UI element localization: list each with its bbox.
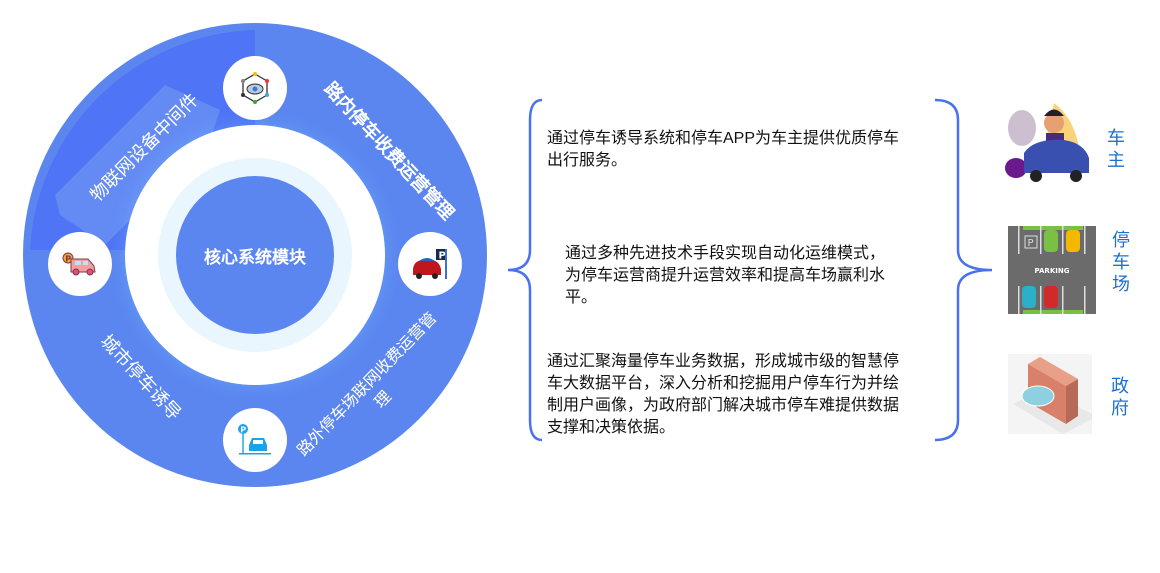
role-char: 场 — [1112, 274, 1130, 295]
description-government: 通过汇聚海量停车业务数据，形成城市级的智慧停 车大数据平台，深入分析和挖掘用户停… — [547, 351, 899, 439]
role-char: 主 — [1107, 150, 1125, 171]
angry-driver-illustration — [1004, 98, 1090, 184]
iot-icon-circle[interactable] — [223, 56, 287, 120]
parking-car-icon: P — [62, 252, 96, 276]
role-label-government: 政 府 — [1110, 376, 1130, 420]
desc-line: 为停车运营商提升运营效率和提高车场赢利水 — [565, 267, 886, 284]
desc-line: 支撑和决策依据。 — [547, 419, 676, 436]
road-parking-icon-circle[interactable]: P — [398, 232, 462, 296]
iot-network-cloud-icon — [241, 72, 269, 104]
desc-line: 通过多种先进技术手段实现自动化运维模式， — [565, 245, 886, 262]
svg-text:P: P — [439, 251, 446, 262]
description-driver: 通过停车诱导系统和停车APP为车主提供优质停车 出行服务。 — [547, 128, 899, 172]
svg-text:P: P — [1028, 238, 1034, 249]
offroad-parking-icon-circle[interactable]: P — [223, 408, 287, 472]
government-building-illustration — [1008, 354, 1092, 434]
description-parking-lot: 通过多种先进技术手段实现自动化运维模式， 为停车运营商提升运营效率和提高车场赢利… — [565, 243, 885, 309]
desc-line: 车大数据平台，深入分析和挖掘用户停车行为并绘 — [547, 375, 900, 392]
left-brace — [507, 98, 543, 442]
parking-text: PARKING — [1035, 267, 1070, 275]
iot-band — [30, 30, 255, 250]
desc-line: 平。 — [565, 289, 598, 306]
parking-lot-illustration: P PARKING — [1008, 226, 1096, 314]
svg-text:P: P — [240, 426, 246, 435]
role-label-driver: 车 主 — [1106, 128, 1126, 172]
guidance-icon-circle[interactable]: P — [48, 232, 112, 296]
right-brace — [934, 98, 993, 442]
role-char: 车 — [1112, 252, 1130, 273]
role-label-parking-lot: 停 车 场 — [1111, 230, 1131, 296]
desc-line: 出行服务。 — [547, 152, 628, 169]
core-module[interactable]: 核心系统模块 — [176, 176, 334, 334]
car-parking-sign-icon: P — [413, 249, 447, 279]
role-char: 车 — [1107, 128, 1125, 149]
desc-line: 通过停车诱导系统和停车APP为车主提供优质停车 — [547, 130, 900, 147]
role-char: 政 — [1111, 376, 1129, 397]
parking-pole-car-icon: P — [238, 424, 271, 455]
desc-line: 通过汇聚海量停车业务数据，形成城市级的智慧停 — [547, 353, 900, 370]
desc-line: 制用户画像，为政府部门解决城市停车难提供数据 — [547, 397, 900, 414]
core-label: 核心系统模块 — [204, 247, 306, 268]
role-char: 府 — [1111, 398, 1129, 419]
svg-text:P: P — [65, 255, 71, 264]
role-char: 停 — [1112, 230, 1130, 251]
